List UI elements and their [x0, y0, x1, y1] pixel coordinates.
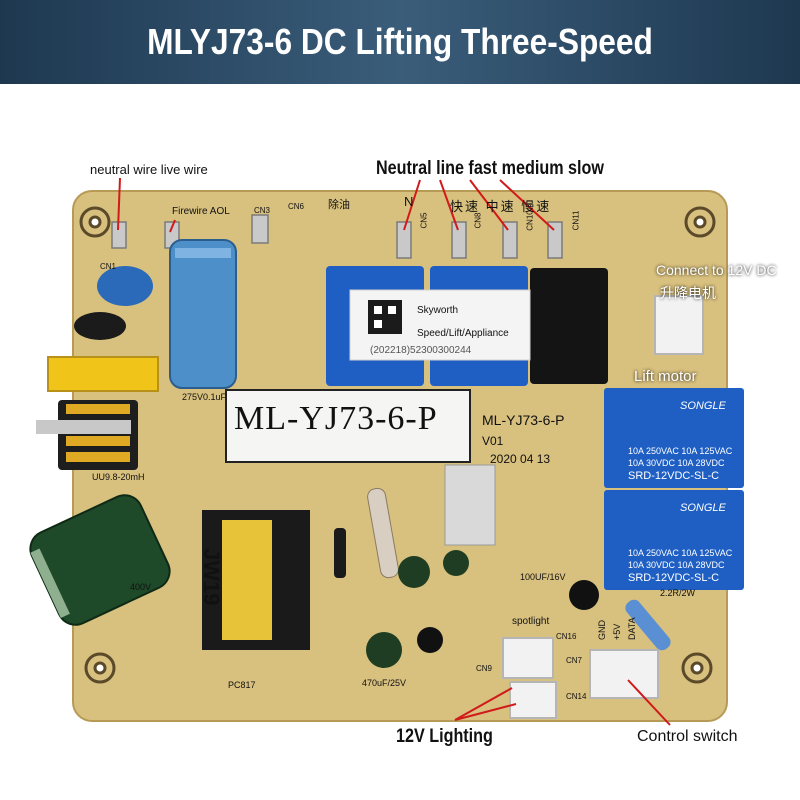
silk-cn9: CN9 — [476, 664, 493, 673]
relay-1-spec1: 10A 250VAC 10A 125VAC — [628, 446, 733, 456]
silk-gnd: GND — [597, 620, 607, 640]
heatsink — [444, 464, 496, 546]
annotation-arrows — [117, 177, 671, 726]
cap-small-1 — [398, 556, 430, 588]
label-lift-motor: Lift motor — [634, 368, 697, 385]
silk-cn8: CN8 — [473, 212, 483, 229]
cap-small-5 — [443, 550, 469, 576]
banner-title: MLYJ73-6 DC Lifting Three-Speed — [147, 21, 653, 62]
cap-small-4 — [569, 580, 599, 610]
songle-relay-1 — [604, 388, 744, 488]
resistor-r2 — [367, 487, 399, 579]
lift-motor-connector — [654, 295, 704, 355]
sticker-brand: Skyworth — [417, 305, 459, 316]
silk-cn16: CN16 — [556, 632, 577, 641]
resistor-2r2 — [625, 599, 671, 651]
common-mode-choke — [36, 400, 138, 470]
songle-relay-2 — [604, 490, 744, 590]
label-12v-lighting: 12V Lighting — [396, 726, 493, 747]
cap-small-3 — [417, 627, 443, 653]
spotlight-connector-1 — [502, 637, 554, 679]
silk-cn6: CN6 — [288, 202, 305, 211]
qr-code — [368, 300, 402, 334]
transformer-label: JW19 — [199, 548, 224, 606]
silk-cap-label: 100UF/16V — [520, 572, 566, 582]
silk-5v: +5V — [612, 623, 622, 640]
silk-n: N — [404, 194, 414, 209]
silk-oil: 除油 — [328, 199, 350, 211]
control-switch-connector — [589, 649, 659, 699]
silk-date: 2020 04 13 — [490, 452, 551, 466]
model-label-text: ML-YJ73-6-P — [234, 400, 438, 437]
transformer — [202, 510, 310, 650]
silk-x2: 275V0.1uF — [182, 392, 227, 402]
silk-cn7: CN7 — [566, 656, 583, 665]
label-speeds: Neutral line fast medium slow — [376, 158, 604, 179]
cap-small-2 — [366, 632, 402, 668]
label-control-switch: Control switch — [637, 728, 738, 745]
relay-2-brand: SONGLE — [680, 502, 726, 514]
relay-2-spec2: 10A 30VDC 10A 28VDC — [628, 560, 725, 570]
black-relay — [530, 268, 608, 384]
silk-model: ML-YJ73-6-P — [482, 412, 565, 428]
mounting-holes — [79, 206, 716, 684]
silk-cn14: CN14 — [566, 692, 587, 701]
silk-speed: 快速 中速 慢速 — [450, 199, 552, 214]
title-banner — [0, 0, 800, 84]
label-spotlight: spotlight — [512, 616, 550, 627]
spade-terminals — [111, 214, 563, 259]
label-chinese-lift-motor: 升降电机 — [660, 285, 716, 301]
spotlight-connector-2 — [509, 681, 557, 719]
silk-cn1: CN1 — [100, 262, 117, 271]
fuse — [47, 356, 159, 392]
relay-1-spec2: 10A 30VDC 10A 28VDC — [628, 458, 725, 468]
x2-capacitor — [169, 239, 237, 389]
silk-cap-ec: 470uF/25V — [362, 678, 407, 688]
model-label-box — [225, 389, 471, 463]
bulk-capacitor — [29, 494, 171, 626]
silk-cn11: CN11 — [571, 210, 581, 231]
label-connect-12v: Connect to 12V DC — [656, 262, 777, 278]
sticker-text: Speed/Lift/Appliance — [417, 328, 509, 339]
relay-1-model: SRD-12VDC-SL-C — [628, 470, 720, 482]
silk-cn3: CN3 — [254, 206, 271, 215]
silk-cap-main: 400V — [130, 582, 152, 592]
disc-capacitor — [97, 266, 153, 306]
silk-data: DATA — [627, 617, 637, 640]
diode — [334, 528, 346, 578]
label-firewire: Firewire AOL — [172, 206, 230, 217]
silk-version: V01 — [482, 434, 504, 448]
label-neutral-live: neutral wire live wire — [90, 162, 208, 177]
varistor — [74, 312, 126, 340]
silk-cn10: CN10 — [525, 210, 535, 231]
relay-2-model: SRD-12VDC-SL-C — [628, 572, 720, 584]
relay-1-brand: SONGLE — [680, 400, 726, 412]
silk-resistor: 2.2R/2W — [660, 588, 696, 598]
relay-2-spec1: 10A 250VAC 10A 125VAC — [628, 548, 733, 558]
silk-cn5: CN5 — [419, 212, 429, 229]
silk-ic: PC817 — [228, 680, 256, 690]
sticker-code: (202218)52300300244 — [370, 345, 472, 356]
silk-inductor: UU9.8-20mH — [92, 472, 145, 482]
